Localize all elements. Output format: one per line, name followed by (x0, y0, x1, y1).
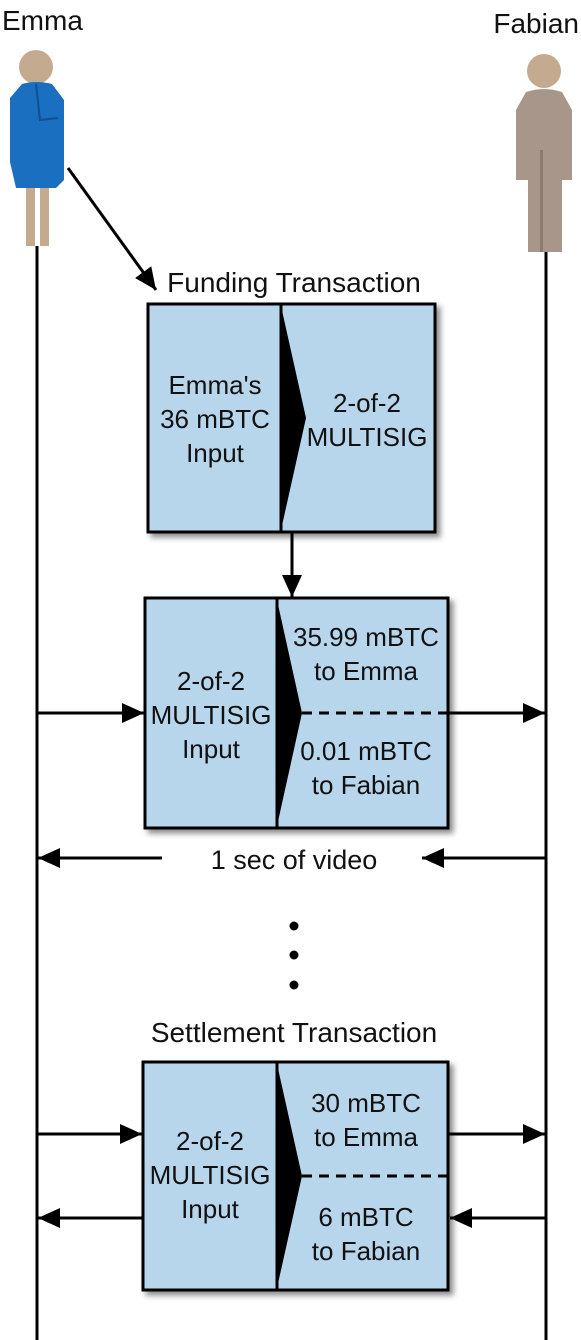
interval-label: 1 sec of video (211, 845, 378, 875)
commitment-input-line-1: 2-of-2 (177, 666, 245, 696)
commitment-output-bottom-line-1: 0.01 mBTC (300, 736, 432, 766)
settlement-output-top-line-1: 30 mBTC (311, 1088, 421, 1118)
settlement-output-bottom-line-2: to Fabian (312, 1236, 420, 1266)
commitment-output-top-line-1: 35.99 mBTC (293, 622, 439, 652)
fabian-name: Fabian (493, 8, 579, 39)
commitment-input-line-2: MULTISIG (151, 700, 272, 730)
funding-title: Funding Transaction (167, 267, 421, 298)
commitment-transaction-box: 2-of-2 MULTISIG Input 35.99 mBTC to Emma… (143, 596, 450, 830)
commitment-output-bottom-line-2: to Fabian (312, 770, 420, 800)
funding-input-line-3: Input (186, 438, 245, 468)
commitment-input-line-3: Input (182, 734, 241, 764)
emma-name: Emma (2, 5, 83, 36)
funding-input-line-1: Emma's (168, 370, 261, 400)
commitment-output-top-line-2: to Emma (314, 656, 419, 686)
settlement-output-top-line-2: to Emma (314, 1122, 419, 1152)
settlement-transaction-box: 2-of-2 MULTISIG Input 30 mBTC to Emma 6 … (141, 1060, 450, 1292)
settlement-title: Settlement Transaction (151, 1017, 437, 1048)
vertical-ellipsis (289, 921, 299, 990)
funding-output-line-1: 2-of-2 (333, 388, 401, 418)
settlement-input-line-3: Input (181, 1194, 240, 1224)
emma-to-funding-arrow (66, 167, 158, 291)
funding-output-line-2: MULTISIG (307, 422, 428, 452)
emma-person-icon (10, 50, 64, 246)
funding-transaction-box: Emma's 36 mBTC Input 2-of-2 MULTISIG (146, 302, 437, 534)
settlement-input-line-1: 2-of-2 (176, 1126, 244, 1156)
funding-input-line-2: 36 mBTC (160, 404, 270, 434)
settlement-output-bottom-line-1: 6 mBTC (318, 1202, 413, 1232)
settlement-input-line-2: MULTISIG (150, 1160, 271, 1190)
fabian-person-icon (516, 54, 572, 252)
